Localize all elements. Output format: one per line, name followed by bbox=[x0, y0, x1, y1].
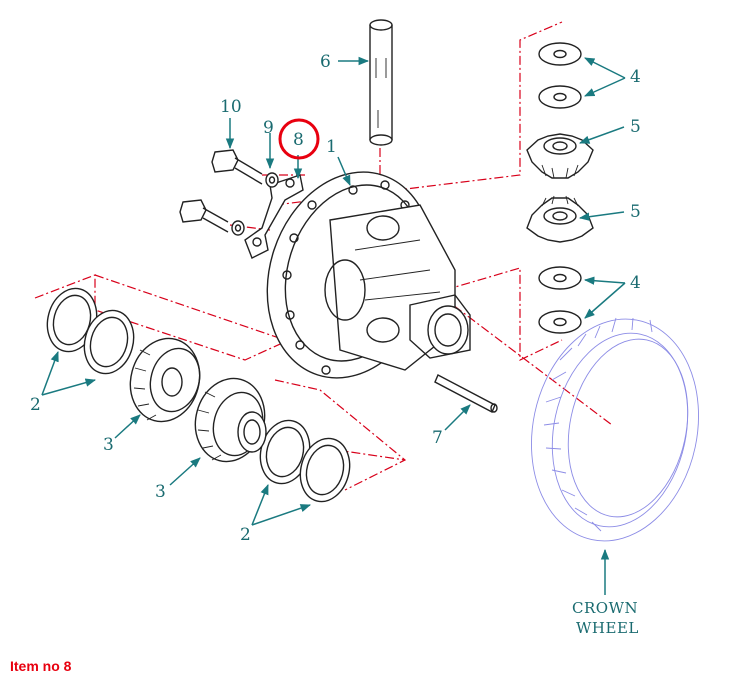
side-gears bbox=[129, 337, 267, 463]
bolts-and-washers bbox=[179, 149, 279, 236]
label-3-lower: 3 bbox=[155, 482, 166, 502]
label-8: 8 bbox=[293, 130, 304, 150]
item-8-highlight-circle bbox=[278, 118, 320, 160]
label-5-bottom: 5 bbox=[630, 202, 641, 222]
label-10: 10 bbox=[220, 97, 242, 117]
label-6: 6 bbox=[320, 52, 331, 72]
cross-shaft bbox=[369, 19, 393, 146]
pinion-thrust-washers bbox=[538, 42, 582, 334]
side-gear-thrust-washers bbox=[46, 287, 351, 503]
pinion-gears bbox=[526, 133, 594, 243]
label-2-bottom: 2 bbox=[240, 525, 251, 545]
crown-wheel-label-line1: CROWN bbox=[572, 599, 638, 617]
label-4-bottom: 4 bbox=[630, 273, 641, 293]
label-4-top: 4 bbox=[630, 67, 641, 87]
label-7: 7 bbox=[432, 428, 443, 448]
differential-case bbox=[266, 171, 471, 379]
label-2-left: 2 bbox=[30, 395, 41, 415]
lock-pin bbox=[434, 374, 498, 413]
lock-plate bbox=[244, 174, 304, 259]
label-9: 9 bbox=[263, 118, 274, 138]
crown-wheel-label-line2: WHEEL bbox=[576, 619, 639, 637]
label-5-top: 5 bbox=[630, 117, 641, 137]
label-3-upper: 3 bbox=[103, 435, 114, 455]
label-1: 1 bbox=[326, 137, 337, 157]
crown-wheel bbox=[531, 317, 699, 542]
item-caption: Item no 8 bbox=[10, 658, 72, 674]
